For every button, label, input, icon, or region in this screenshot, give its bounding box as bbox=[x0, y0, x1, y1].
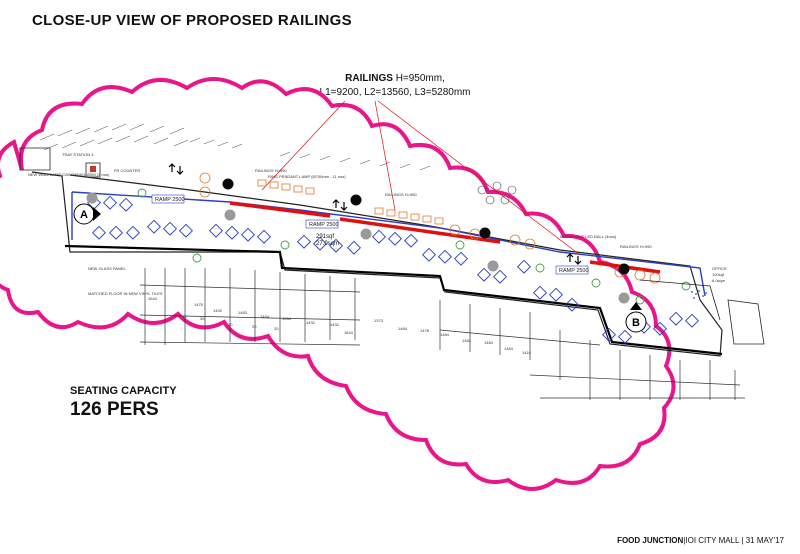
dim-7: 1432 bbox=[330, 322, 340, 327]
ramp-label-1: RAMP 2500 bbox=[155, 197, 185, 203]
main-wall bbox=[64, 244, 723, 356]
blue-table-sets bbox=[86, 195, 700, 344]
note-railing-3: RAILINGS H=950 bbox=[620, 244, 652, 249]
moonlight-led-balls bbox=[222, 178, 630, 275]
ramp-label-2: RAMP 2500 bbox=[309, 222, 339, 228]
office-dots bbox=[691, 290, 707, 299]
railings-height: H=950mm, bbox=[395, 73, 445, 84]
railing-l2 bbox=[339, 217, 501, 244]
marker-b: B bbox=[625, 302, 647, 333]
dim-17: 19 bbox=[182, 314, 187, 319]
dim-9: 1373 bbox=[374, 318, 384, 323]
note-pendant: RING PENDANT LAMP (Ø700mm - 11 nos) bbox=[268, 174, 346, 179]
dim-5: 1534 bbox=[282, 316, 292, 321]
direction-arrows bbox=[168, 163, 582, 265]
office-sqm: 6.0sqm bbox=[712, 278, 726, 283]
ramp-boundary bbox=[71, 191, 706, 297]
dim-2: 1492 bbox=[213, 308, 223, 313]
dim-1: 1475 bbox=[194, 302, 204, 307]
ring-pendant-lamps bbox=[86, 192, 630, 304]
footer-mall: IOI CITY MALL bbox=[685, 536, 740, 545]
dim-12: 1484 bbox=[440, 332, 450, 337]
ramp-label-3: RAMP 2500 bbox=[559, 268, 589, 274]
footer-sep-1: | bbox=[683, 536, 686, 545]
ramp-labels: RAMP 2500 RAMP 2500 RAMP 2500 bbox=[151, 194, 589, 275]
marker-a: A bbox=[73, 203, 101, 225]
dim-14: 1484 bbox=[484, 340, 494, 345]
footer-date: 31 MAY'17 bbox=[745, 536, 784, 545]
dim-0: 1644 bbox=[148, 296, 158, 301]
dim-11: 1478 bbox=[420, 328, 430, 333]
dim-21: 20 bbox=[274, 326, 279, 331]
footer-brand: FOOD JUNCTION bbox=[617, 536, 684, 545]
railings-callout: RAILINGS H=950mm, L1=9200, L2=13560, L3=… bbox=[300, 72, 490, 100]
dim-10: 1484 bbox=[398, 326, 408, 331]
dim-3: 1483 bbox=[238, 310, 248, 315]
dim-8: 1644 bbox=[344, 330, 354, 335]
note-wall-lamp: NEW WALL LAMP C/W SWIVEL ARM (3 nos) bbox=[28, 172, 110, 177]
railing-l1 bbox=[229, 201, 331, 218]
dim-18: 30 bbox=[200, 316, 205, 321]
dim-6: 1432 bbox=[306, 320, 316, 325]
note-tray: TRAY STATION 3 bbox=[62, 152, 94, 157]
counter bbox=[19, 147, 765, 345]
note-railing-2: RAILINGS H=950 bbox=[385, 192, 417, 197]
area-sqm: 27.0sqm bbox=[316, 241, 339, 247]
dim-20: 20 bbox=[252, 324, 257, 329]
railings-leaders bbox=[261, 100, 581, 256]
cloud-outline bbox=[0, 77, 676, 491]
railings-heading: RAILINGS bbox=[345, 73, 393, 84]
note-moonlight: MOONLIGHT LED BALL (4nos) bbox=[560, 234, 617, 239]
area-sqf: 291sqf bbox=[316, 234, 334, 240]
planters bbox=[137, 188, 691, 305]
page-title: CLOSE-UP VIEW OF PROPOSED RAILINGS bbox=[32, 12, 352, 29]
seating-capacity-label: SEATING CAPACITY bbox=[70, 385, 177, 397]
railings-lengths: L1=9200, L2=13560, L3=5280mm bbox=[319, 87, 471, 98]
dim-16: 1410 bbox=[522, 350, 532, 355]
dim-15: 1484 bbox=[504, 346, 514, 351]
footer: FOOD JUNCTION|IOI CITY MALL | 31 MAY'17 bbox=[617, 536, 784, 545]
office-label: OFFICE bbox=[712, 266, 727, 271]
note-counter: FR COUNTER bbox=[114, 168, 140, 173]
dim-19: 20 bbox=[228, 322, 233, 327]
floor-outline bbox=[31, 171, 723, 357]
marker-a-label: A bbox=[80, 209, 88, 221]
note-matched-floor: MATCHED FLOOR IN NEW VINYL TILES bbox=[88, 291, 163, 296]
dim-13: 1482 bbox=[462, 338, 472, 343]
orange-chairs bbox=[199, 172, 661, 284]
office-sqf: 100sqf bbox=[712, 272, 725, 277]
note-railing-1: RAILINGS H=950 bbox=[255, 168, 287, 173]
seating-capacity-value: 126 PERS bbox=[70, 399, 159, 420]
dim-4: 1484 bbox=[260, 314, 270, 319]
lower-grid bbox=[139, 268, 745, 400]
round-tables-upper bbox=[477, 181, 517, 205]
marker-b-label: B bbox=[632, 317, 640, 329]
footer-sep-2: | bbox=[739, 536, 746, 545]
note-glass-panel: NEW GLASS PANEL bbox=[88, 266, 126, 271]
upper-seating bbox=[39, 123, 431, 171]
dimension-labels: 1644 1475 1492 1483 1484 1534 1432 1432 … bbox=[148, 296, 532, 355]
